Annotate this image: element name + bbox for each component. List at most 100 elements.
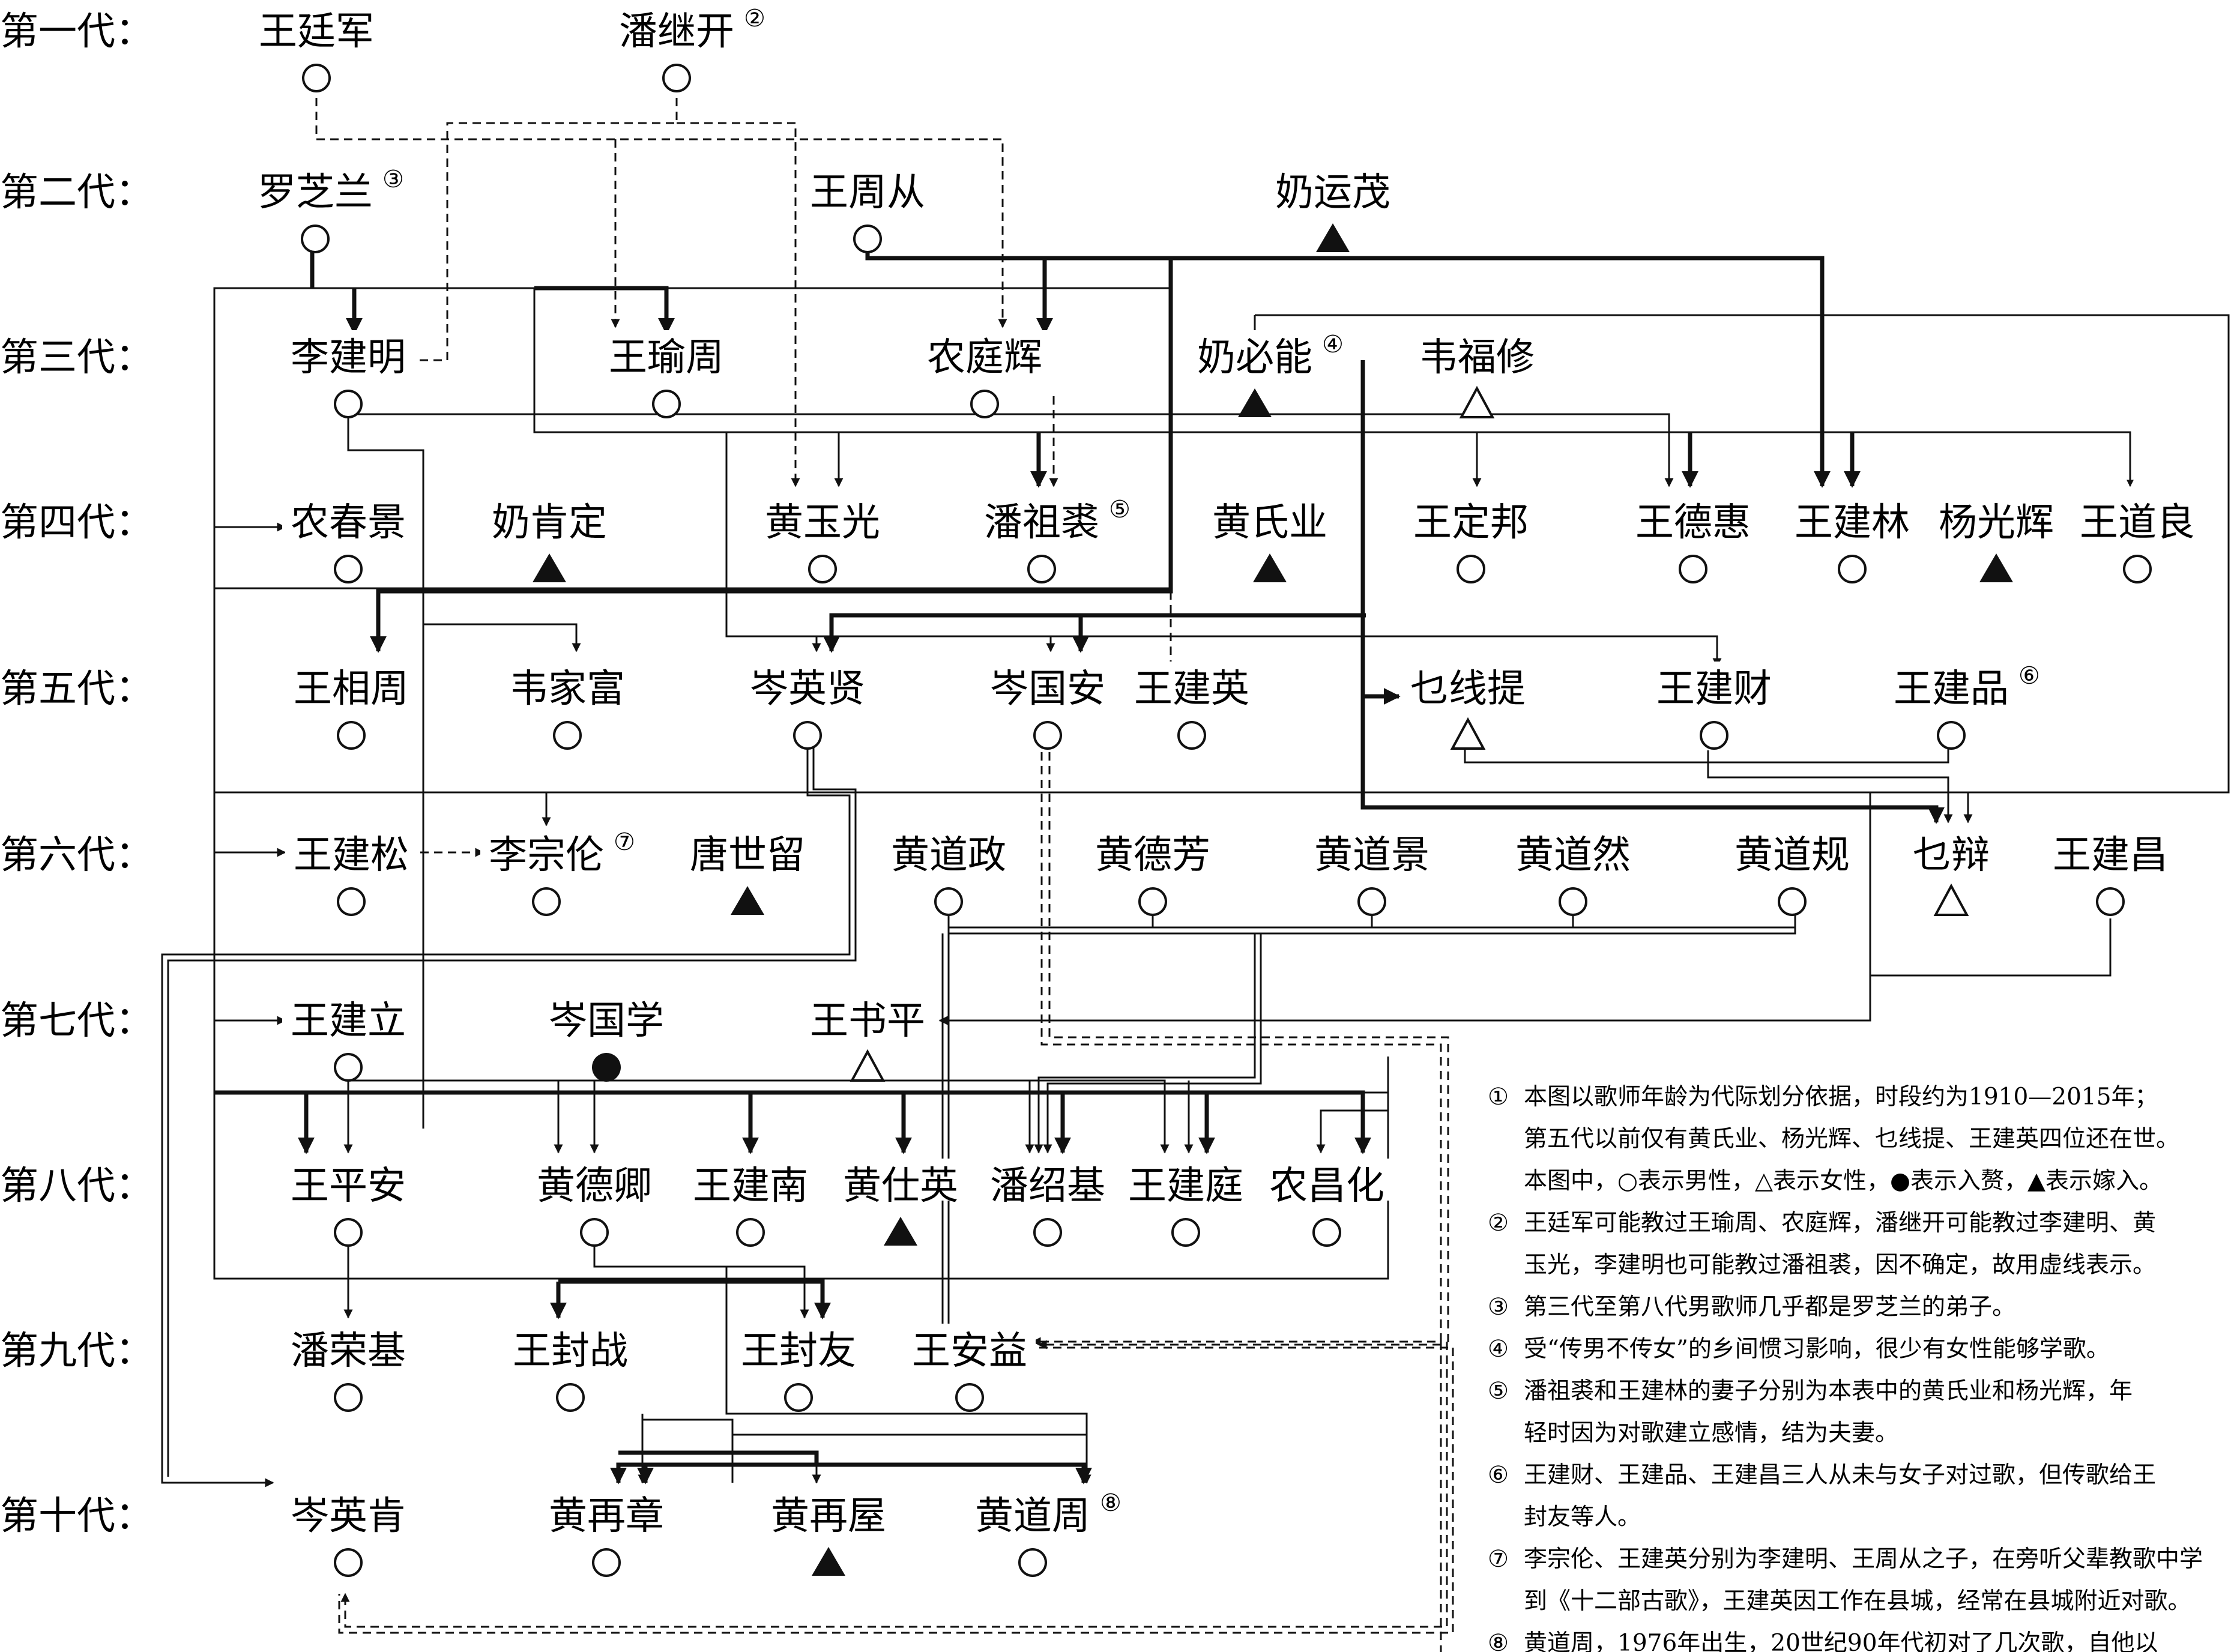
person-name: 黄德芳 xyxy=(1095,833,1210,878)
person-wangjianli: 王建立 xyxy=(282,993,414,1082)
note-ref: ② xyxy=(744,5,765,32)
person-name: 韦家富 xyxy=(510,667,625,711)
person-name: 农庭辉 xyxy=(927,336,1042,380)
male-symbol xyxy=(1138,887,1167,916)
person-wangjianying: 王建英 xyxy=(1126,662,1258,750)
to-wangyuzhou xyxy=(534,286,675,335)
dash-wangtingjun xyxy=(315,84,1007,328)
person-huangdaogui: 黄道规 xyxy=(1726,828,1858,916)
person-nongtinghui: 农庭辉 xyxy=(919,330,1051,418)
generation-label: 第九代： xyxy=(0,1329,154,1373)
note-line: 封友等人。 xyxy=(1524,1504,1641,1531)
cenguoan-dbl-b xyxy=(1033,738,1449,1349)
male-symbol xyxy=(1171,1218,1200,1247)
male-symbol xyxy=(532,887,561,916)
married-out-symbol xyxy=(884,1217,917,1246)
person-nongchanghua: 农昌化 xyxy=(1261,1159,1393,1247)
person-name: 潘继开 xyxy=(619,10,734,54)
person-name: 王书平 xyxy=(810,999,925,1043)
note-ref: ③ xyxy=(382,166,404,193)
person-cenyingxian: 岑英贤 xyxy=(741,662,874,750)
person-name: 黄仕英 xyxy=(843,1164,958,1208)
gen3-inner xyxy=(533,288,2134,487)
person-wangjianchang: 王建昌 xyxy=(2044,828,2176,916)
male-symbol xyxy=(553,721,582,750)
person-lizonglun: 李宗伦 ⑦ xyxy=(480,828,635,916)
female-symbol xyxy=(850,1049,886,1082)
person-name: 黄再章 xyxy=(549,1494,664,1539)
male-symbol xyxy=(334,1053,363,1082)
person-name: 王安益 xyxy=(912,1329,1027,1373)
generation-label: 第三代： xyxy=(0,336,154,380)
male-symbol xyxy=(853,225,882,253)
person-wangdaoliang: 王道良 xyxy=(2071,495,2203,583)
person-wangjiansong: 王建松 xyxy=(285,828,417,916)
note-number: ⑧ xyxy=(1488,1630,1509,1652)
person-name: 王周从 xyxy=(810,170,925,215)
married-out-symbol xyxy=(812,1547,845,1576)
wangjianpin-long xyxy=(1869,792,2112,977)
male-symbol xyxy=(1018,1548,1047,1577)
male-symbol xyxy=(556,1383,585,1412)
male-symbol xyxy=(736,1218,765,1247)
male-symbol xyxy=(592,1548,621,1577)
person-huangdaozheng: 黄道政 xyxy=(883,828,1015,916)
note-ref: ⑦ xyxy=(614,828,635,856)
person-wangpingan: 王平安 xyxy=(282,1159,414,1247)
person-name: 奶肯定 xyxy=(492,501,607,545)
wangjiancai-down xyxy=(1707,750,1953,824)
note-line: 李宗伦、王建英分别为李建明、王周从之子，在旁听父辈教歌中学 xyxy=(1524,1546,2203,1573)
note-line: 玉光，李建明也可能教过潘祖裘，因不确定，故用虚线表示。 xyxy=(1524,1252,2156,1279)
generation-label: 第十代： xyxy=(0,1494,154,1539)
male-symbol xyxy=(955,1383,984,1412)
to-nongchanghua xyxy=(1316,1057,1389,1154)
male-symbol xyxy=(1312,1218,1341,1247)
person-lijianming: 李建明 xyxy=(282,330,414,418)
person-wangjianpin: 王建品 ⑥ xyxy=(1885,662,2040,750)
person-name: 潘绍基 xyxy=(990,1164,1105,1208)
person-panrongji: 潘荣基 xyxy=(282,1324,414,1412)
person-wangzhoucong: 王周从 xyxy=(802,165,934,253)
note-ref: ⑥ xyxy=(2018,662,2040,690)
note-line: 受“传男不传女”的乡间惯习影响，很少有女性能够学歌。 xyxy=(1524,1336,2110,1363)
person-name: 李宗伦 xyxy=(489,833,604,878)
huangdeqing-down xyxy=(593,1240,1091,1484)
person-panshaoji: 潘绍基 xyxy=(982,1159,1114,1247)
person-wangfengzhan: 王封战 xyxy=(504,1324,636,1412)
person-cenguoxue: 岑国学 xyxy=(540,993,672,1082)
male-symbol xyxy=(1700,721,1728,750)
person-name: 王廷军 xyxy=(259,10,374,54)
person-wangtingjun: 王廷军 xyxy=(250,4,382,92)
male-symbol xyxy=(652,390,681,418)
person-name: 农昌化 xyxy=(1269,1164,1384,1208)
male-symbol xyxy=(1937,721,1966,750)
wxz-weijiafu xyxy=(423,623,581,653)
person-name: 唐世留 xyxy=(690,833,805,878)
gen8-thick xyxy=(214,1090,1371,1154)
male-symbol xyxy=(934,887,963,916)
person-name: 王建品 xyxy=(1894,667,2009,711)
person-name: 王瑜周 xyxy=(609,336,724,380)
wangzhoucong-down xyxy=(370,258,1173,653)
male-symbol xyxy=(337,887,366,916)
person-name: 王建立 xyxy=(291,999,406,1043)
huang-to-fengyou-b xyxy=(726,1265,809,1319)
generation-label: 第八代： xyxy=(0,1164,154,1208)
person-huangzaiwu: 黄再屋 xyxy=(762,1489,895,1576)
cenguoan-bottom-b xyxy=(338,1348,1454,1634)
person-name: 岑英肯 xyxy=(291,1494,406,1539)
married-out-symbol xyxy=(1253,553,1287,582)
person-name: 黄道周 xyxy=(975,1494,1090,1539)
note-line: 潘祖裘和王建林的妻子分别为本表中的黄氏业和杨光辉，年 xyxy=(1524,1378,2133,1405)
note-line: 本图以歌师年龄为代际划分依据，时段约为1910—2015年； xyxy=(1524,1084,2158,1111)
gen10-thick-c xyxy=(817,1462,1092,1485)
person-wangjianting: 王建庭 xyxy=(1120,1159,1252,1247)
wangfengyou-line xyxy=(941,933,971,1360)
